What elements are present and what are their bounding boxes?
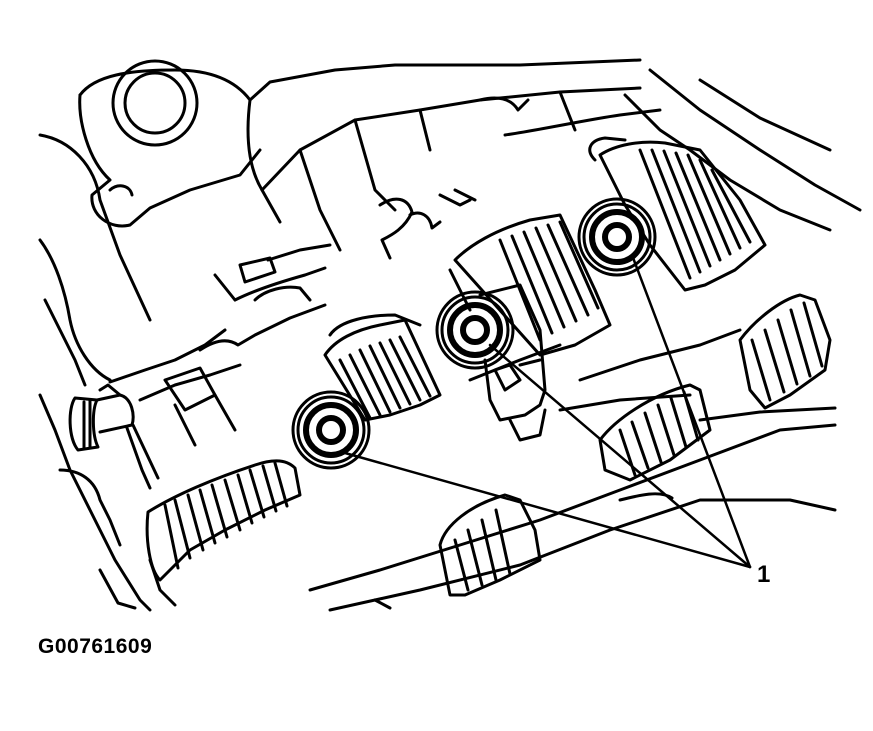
middle-blocks bbox=[163, 188, 477, 447]
lower-left-body bbox=[38, 238, 177, 612]
lower-pan-edges bbox=[308, 328, 837, 612]
left-fitting bbox=[68, 328, 242, 490]
callout-label: 1 bbox=[757, 561, 771, 588]
ribbed-pad-right bbox=[738, 293, 832, 410]
callout-leaders bbox=[343, 253, 752, 569]
ribbed-block-upper-right bbox=[588, 136, 767, 292]
ribbed-block-upper-center bbox=[448, 213, 612, 357]
bolt-right bbox=[577, 197, 657, 277]
ribbed-block-lower-left bbox=[145, 459, 302, 582]
center-bracket bbox=[478, 283, 547, 442]
bolt-left bbox=[291, 390, 371, 470]
figure-id: G00761609 bbox=[38, 635, 153, 658]
bolt-center bbox=[435, 290, 515, 370]
upper-housing bbox=[38, 58, 862, 322]
ribbed-block-center bbox=[323, 313, 442, 422]
